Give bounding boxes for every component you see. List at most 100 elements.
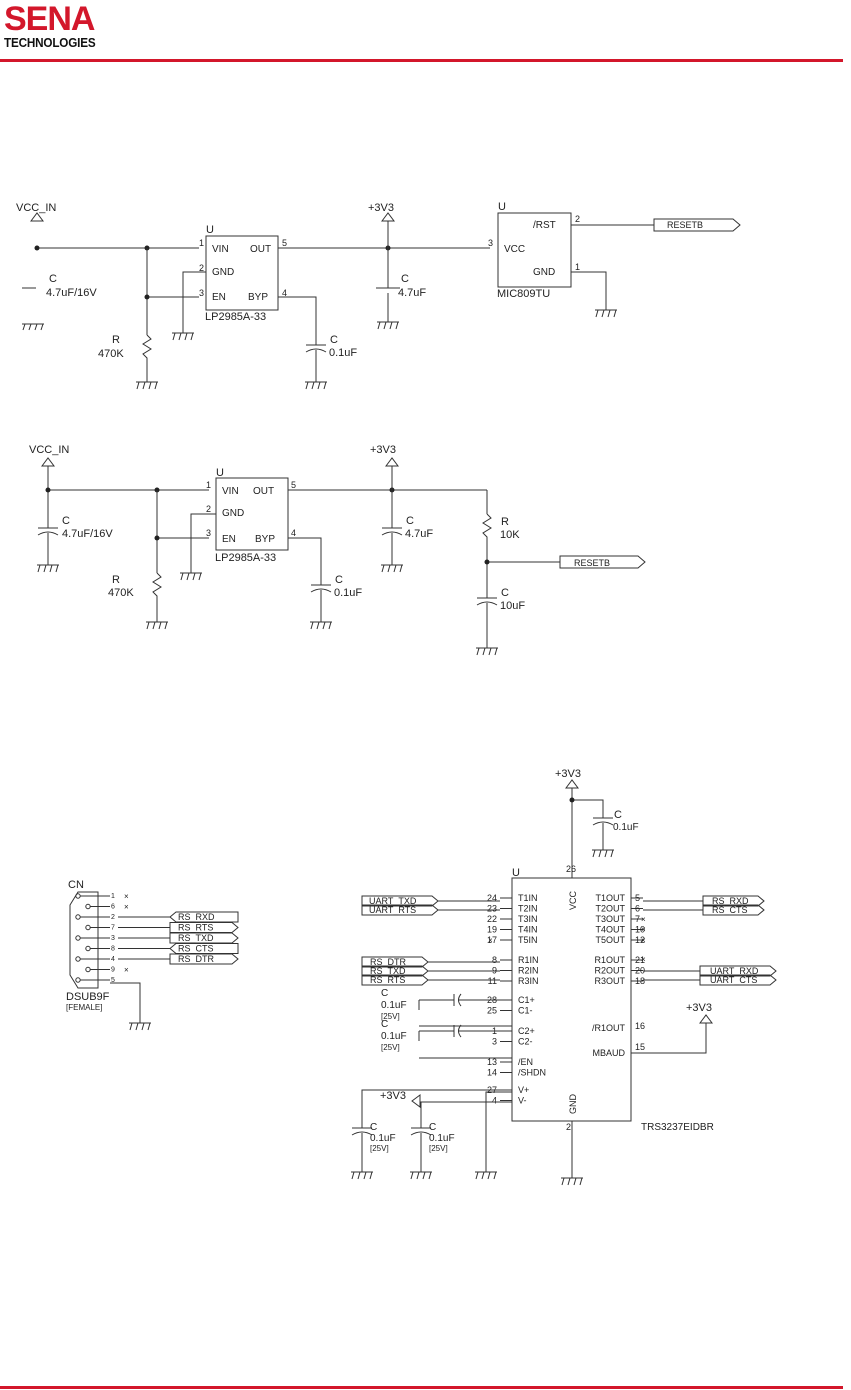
r-value: 470K [98, 348, 124, 360]
cap-plate-curved-icon [351, 1131, 373, 1136]
net-port-icon [361, 974, 429, 986]
net-port-icon [169, 911, 239, 923]
c-in-plate-curved-icon [37, 531, 59, 536]
rs-out-net-label: RS_CTS [712, 905, 748, 915]
ldo-pin3-num: 3 [199, 288, 204, 298]
ldo-ref: U [206, 224, 214, 236]
dsub-pin-icon [85, 924, 91, 931]
ldo-pin-vin: VIN [212, 244, 229, 255]
pin-num: 23 [487, 904, 497, 914]
bottom-cap-value: 0.1uF [370, 1133, 396, 1144]
dsub-net-label: RS_RXD [178, 912, 215, 922]
ldo-pin-en: EN [212, 292, 226, 303]
pin-name: R2OUT [594, 966, 625, 976]
ground-icon [377, 321, 399, 330]
dsub-pin-num: 5 [111, 977, 115, 984]
pin-num: 14 [487, 1068, 497, 1078]
bottom-cap-value: 0.1uF [429, 1133, 455, 1144]
supervisor-pin3-num: 3 [488, 238, 493, 248]
rail-label: +3V3 [368, 202, 394, 214]
ldo-pin1-num: 1 [199, 238, 204, 248]
ldo-pin-out: OUT [253, 486, 274, 497]
net-port-icon [361, 965, 429, 977]
reset-port-icon [559, 555, 646, 569]
rail-top-arrow-icon [565, 779, 579, 789]
rail-arrow-icon [381, 212, 395, 222]
pin-name: V- [518, 1096, 527, 1106]
pin-num: 20 [635, 966, 645, 976]
c-out-value: 4.7uF [405, 528, 433, 540]
c-byp-ref: C [330, 334, 338, 346]
reset-port-label: RESETB [667, 220, 703, 230]
ground-icon [22, 323, 44, 331]
connector-note: [FEMALE] [66, 1003, 102, 1012]
cap-plate-curved-icon [410, 1131, 432, 1136]
ldo-pin1-num: 1 [206, 480, 211, 490]
ground-icon [146, 621, 168, 630]
net-port-icon [702, 895, 765, 907]
circuit-1-ldo-supervisor: VCC_IN C 4.7uF/16V R 470K U VIN OUT GND … [16, 201, 741, 390]
en-junction [154, 535, 160, 541]
pump-cap-rating: [25V] [381, 1043, 400, 1052]
vplus-wire [361, 1089, 512, 1128]
pin-name: C2+ [518, 1026, 535, 1036]
ground-icon [475, 1171, 497, 1180]
pin-num: 12 [635, 935, 645, 945]
ldo-box [205, 235, 279, 311]
rail-top-label: +3V3 [555, 768, 581, 780]
vin-node [34, 245, 40, 251]
dsub-net-label: RS_DTR [178, 954, 215, 964]
ground-icon [172, 332, 194, 341]
supervisor-pin1-num: 1 [575, 262, 580, 272]
gnd-pin-label: GND [568, 1094, 578, 1115]
net-port-icon [699, 965, 777, 977]
ground-icon [410, 1171, 432, 1180]
ldo-pin-byp: BYP [248, 292, 268, 303]
net-port-icon [169, 932, 239, 944]
pin-name: C1+ [518, 995, 535, 1005]
en-junction [144, 294, 150, 300]
vcc-junction [569, 797, 575, 803]
c2-ref: C [501, 587, 509, 599]
pin-name: /R1OUT [592, 1023, 626, 1033]
no-connect-icon: × [488, 936, 493, 945]
vcc-pin-label: VCC [568, 890, 578, 910]
net-port-icon [169, 943, 239, 954]
r-value: 470K [108, 587, 134, 599]
vcc-pin-num: 26 [566, 864, 576, 874]
mbaud-rail-arrow-icon [699, 1014, 713, 1024]
pin-name: C2- [518, 1037, 533, 1047]
dsub-pin-icon [75, 914, 81, 920]
uart-in-net-label: UART_RTS [369, 905, 416, 915]
ground-icon [381, 564, 403, 573]
pump-cap-value: 0.1uF [381, 1000, 407, 1011]
ldo-gnd-wire [190, 513, 216, 573]
dsub-net-label: RS_CTS [178, 944, 214, 954]
uart-in-net-label: UART_TXD [369, 896, 417, 906]
en-rail-arrow-icon [411, 1094, 421, 1108]
pin-num: 16 [635, 1021, 645, 1031]
dsub-pin-num: 7 [111, 925, 115, 932]
ground-icon [305, 381, 327, 390]
no-connect-icon: × [641, 925, 646, 934]
dsub-pin-num: 9 [111, 967, 115, 974]
c-in-value: 4.7uF/16V [46, 287, 97, 299]
dsub-pin-num: 1 [111, 893, 115, 900]
bottom-cap-ref: C [370, 1122, 377, 1133]
ldo-pin-vin: VIN [222, 486, 239, 497]
bottom-caps: C0.1uF[25V]C0.1uF[25V] [351, 1122, 455, 1180]
ldo-pin5-num: 5 [291, 480, 296, 490]
pin-num: 7 [635, 914, 640, 924]
byp-wire [288, 537, 322, 585]
c2-plate-curved-icon [476, 601, 498, 606]
c-byp-ref: C [335, 574, 343, 586]
dsub-pin-icon [75, 956, 81, 962]
bottom-cap-rating: [25V] [429, 1144, 448, 1153]
logo-wordmark: SENA [4, 0, 95, 38]
ground-icon [310, 621, 332, 630]
pin-num: 10 [635, 925, 645, 935]
no-connect-icon: × [641, 936, 646, 945]
